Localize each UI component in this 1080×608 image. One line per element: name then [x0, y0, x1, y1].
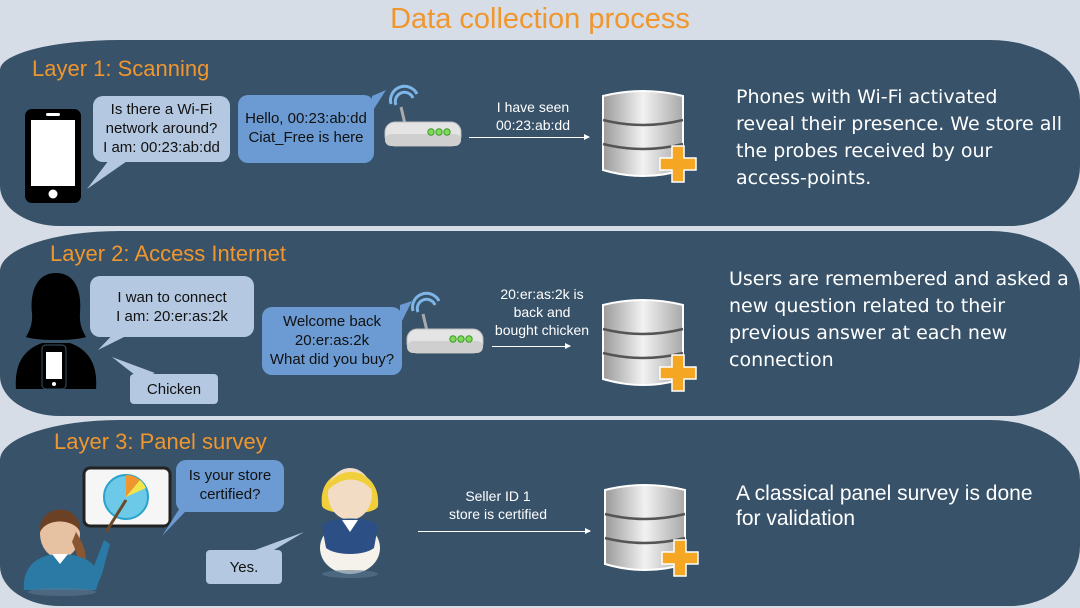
- data-flow-arrow: [418, 528, 591, 534]
- wifi-router-icon: [406, 291, 484, 354]
- bubble-line: network around?: [105, 120, 218, 137]
- router-bubble: Welcome back 20:er:as:2k What did you bu…: [262, 307, 402, 375]
- bubble-tail: [372, 90, 386, 112]
- user-silhouette-icon: [15, 273, 97, 390]
- layer-2-title: Layer 2: Access Internet: [50, 241, 287, 266]
- arrow-label-line: back and: [513, 304, 571, 320]
- bubble-line: I wan to connect: [117, 289, 227, 306]
- bubble-line: Hello, 00:23:ab:dd: [245, 110, 367, 127]
- seller-icon: [320, 468, 380, 578]
- router-bubble: Hello, 00:23:ab:dd Ciat_Free is here: [238, 95, 374, 163]
- database-add-icon: [602, 299, 697, 392]
- arrow-label: Seller ID 1 store is certified: [430, 487, 566, 523]
- arrow-label-line: I have seen: [496, 99, 570, 115]
- bubble-tail: [112, 357, 155, 379]
- device-bubble: I wan to connect I am: 20:er:as:2k: [90, 276, 254, 337]
- bubble-line: What did you buy?: [269, 351, 395, 368]
- answer-bubble: Chicken: [130, 374, 218, 404]
- bubble-line: Is your store: [188, 467, 272, 484]
- layer-1-title: Layer 1: Scanning: [32, 56, 210, 81]
- layer-3-panel: Layer 3: Panel survey Is your store cert…: [0, 420, 1080, 606]
- layer-3-title: Layer 3: Panel survey: [54, 429, 267, 454]
- presenter-icon: [23, 466, 172, 596]
- arrow-label: I have seen 00:23:ab:dd: [478, 98, 588, 134]
- layer-1-panel: Layer 1: Scanning Is there a Wi-Fi netwo…: [0, 40, 1080, 226]
- bubble-line: certified?: [199, 486, 261, 503]
- smartphone-icon: [25, 109, 81, 203]
- database-add-icon: [604, 484, 699, 577]
- layer-2-description: Users are remembered and asked a new que…: [729, 268, 1069, 371]
- arrow-label: 20:er:as:2k is back and bought chicken: [486, 285, 598, 339]
- answer-bubble: Yes.: [206, 550, 282, 584]
- database-add-icon: [602, 90, 697, 183]
- bubble-line: I am: 20:er:as:2k: [116, 308, 228, 325]
- layer-3-description: A classical panel survey is done for val…: [736, 482, 1033, 530]
- data-flow-arrow: [492, 343, 571, 349]
- bubble-line: 20:er:as:2k: [294, 332, 370, 349]
- bubble-line: Welcome back: [282, 313, 382, 330]
- arrow-label-line: Seller ID 1: [465, 488, 531, 504]
- page-title: Data collection process: [390, 3, 690, 35]
- layer-1-description: Phones with Wi-Fi activated reveal their…: [736, 86, 1062, 189]
- arrow-label-line: store is certified: [448, 506, 548, 522]
- device-bubble: Is there a Wi-Fi network around? I am: 0…: [93, 96, 230, 162]
- layer-2-panel: Layer 2: Access Internet I wan to connec…: [0, 231, 1080, 416]
- bubble-line: I am: 00:23:ab:dd: [103, 139, 220, 156]
- wifi-router-icon: [384, 84, 462, 147]
- data-flow-arrow: [469, 134, 590, 140]
- arrow-label-line: 20:er:as:2k is: [500, 286, 584, 302]
- arrow-label-line: 00:23:ab:dd: [496, 117, 570, 133]
- bubble-line: Ciat_Free is here: [248, 129, 364, 146]
- question-bubble: Is your store certified?: [176, 460, 284, 512]
- bubble-tail: [400, 301, 412, 325]
- bubble-line: Is there a Wi-Fi: [110, 101, 213, 118]
- arrow-label-line: bought chicken: [494, 322, 590, 338]
